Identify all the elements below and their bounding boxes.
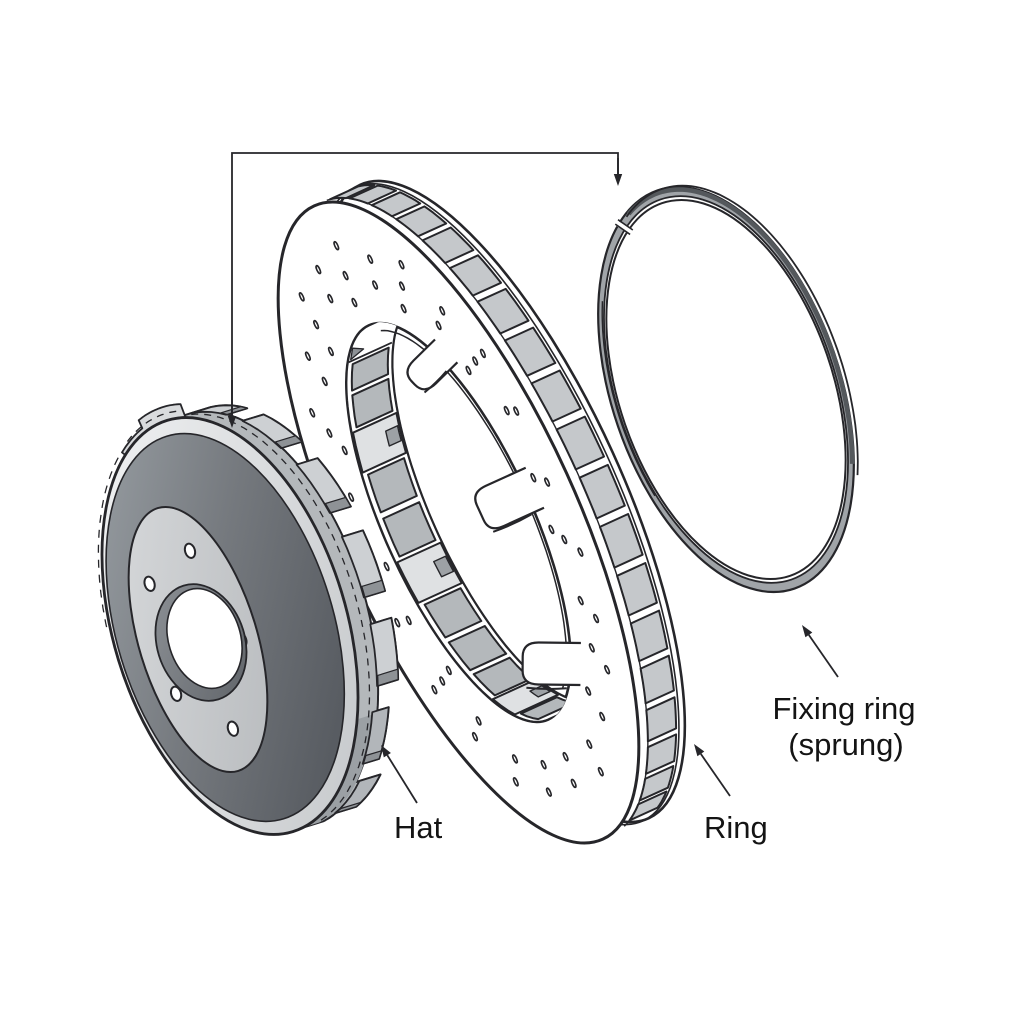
- svg-text:(sprung): (sprung): [788, 727, 903, 762]
- svg-text:Hat: Hat: [394, 810, 443, 845]
- svg-text:Fixing ring: Fixing ring: [773, 691, 916, 726]
- svg-text:Ring: Ring: [704, 810, 768, 845]
